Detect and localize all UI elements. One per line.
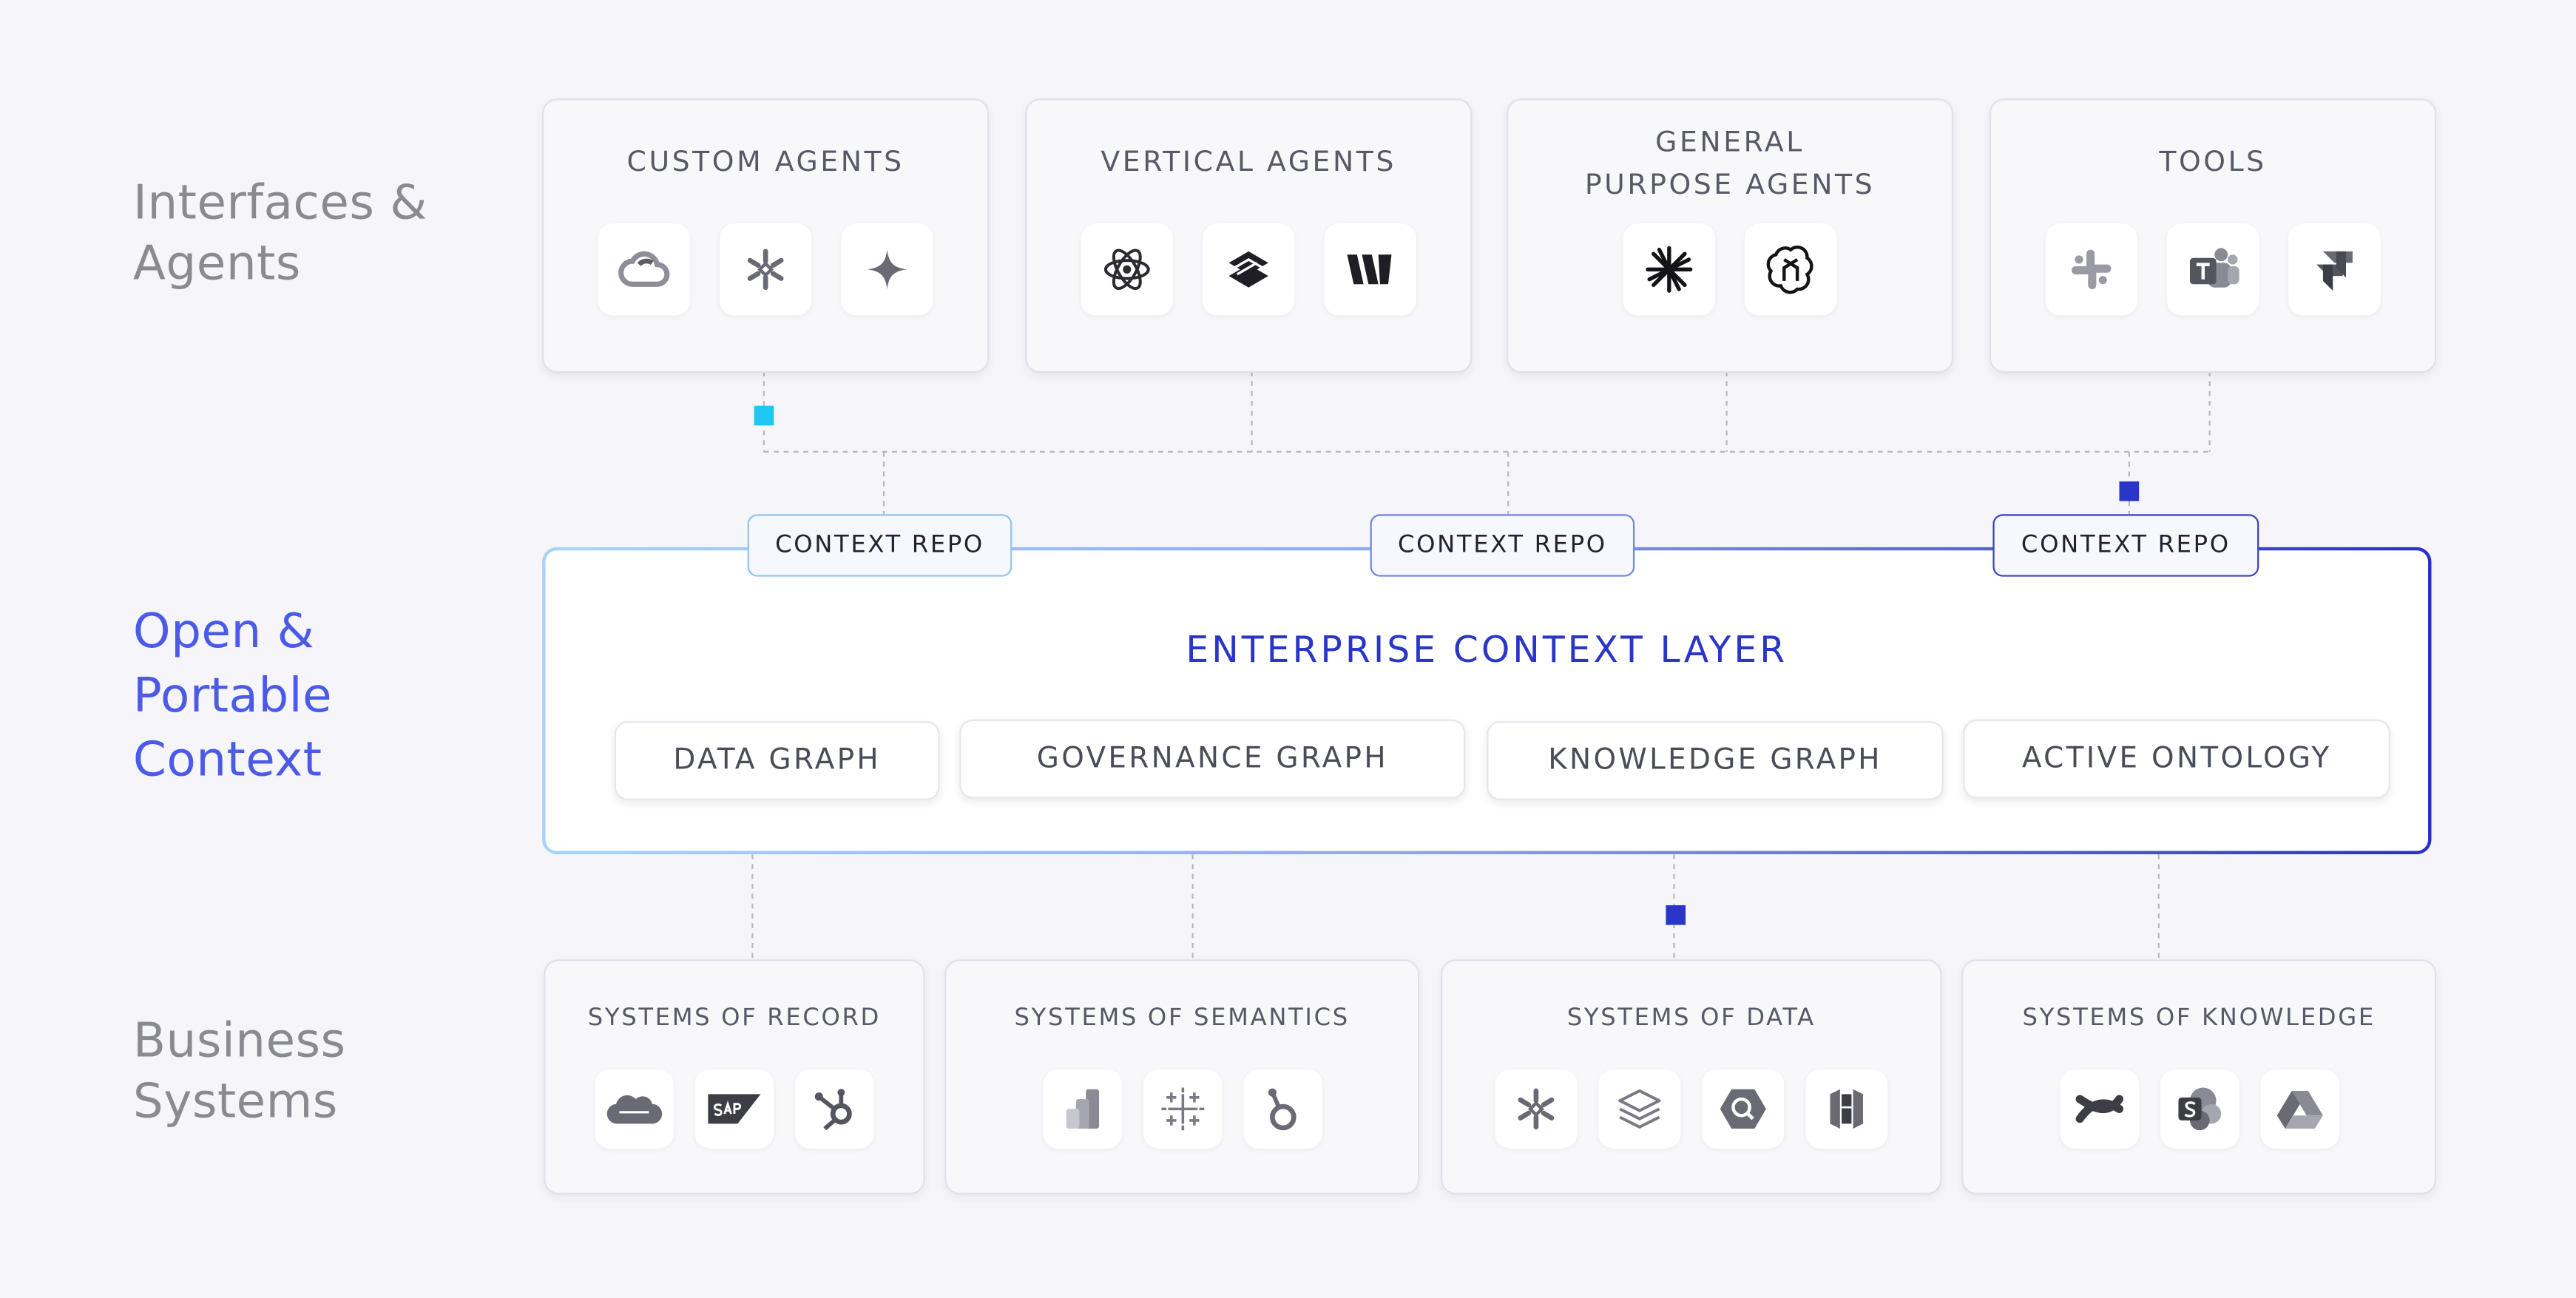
icon-row	[1027, 223, 1470, 316]
teams-icon	[2166, 223, 2259, 316]
bigquery-icon	[1702, 1069, 1785, 1149]
tableau-icon	[1142, 1069, 1222, 1149]
w-logo-icon	[1324, 223, 1416, 316]
card-systems-of-knowledge: SYSTEMS OF KNOWLEDGE	[1961, 959, 2437, 1194]
enterprise-context-layer: ENTERPRISE CONTEXT LAYER DATA GRAPH GOVE…	[542, 547, 2431, 854]
data-graph-pill: DATA GRAPH	[614, 721, 940, 800]
power-bi-icon	[1042, 1069, 1122, 1149]
knowledge-graph-pill: KNOWLEDGE GRAPH	[1487, 721, 1944, 800]
card-tools: TOOLS	[1989, 98, 2437, 373]
hubspot-icon	[795, 1069, 874, 1149]
cyan-marker	[754, 405, 774, 426]
google-cloud-icon	[598, 223, 690, 316]
snowflake-icon	[1495, 1069, 1578, 1149]
looker-icon	[1243, 1069, 1322, 1149]
card-custom-agents: CUSTOM AGENTS	[542, 98, 990, 373]
sap-icon	[694, 1069, 774, 1149]
card-general-purpose-agents: GENERAL PURPOSE AGENTS	[1506, 98, 1954, 373]
row-label-text: Open & Portable Context	[132, 603, 333, 788]
card-systems-of-record: SYSTEMS OF RECORD	[544, 959, 925, 1194]
context-repo-tab-1: CONTEXT REPO	[747, 514, 1013, 577]
anthropic-burst-icon	[1623, 223, 1716, 316]
confluence-icon	[2059, 1069, 2139, 1149]
icon-row	[1508, 223, 1952, 316]
blue-marker	[1666, 905, 1686, 925]
row-label-business: Business Systems	[133, 1010, 346, 1132]
card-title: CUSTOM AGENTS	[626, 146, 905, 180]
context-repo-tab-2: CONTEXT REPO	[1370, 514, 1635, 577]
redshift-icon	[1805, 1069, 1888, 1149]
salesforce-icon	[595, 1069, 674, 1149]
card-title: VERTICAL AGENTS	[1101, 146, 1396, 180]
slack-icon	[2045, 223, 2137, 316]
card-systems-of-data: SYSTEMS OF DATA	[1441, 959, 1942, 1194]
governance-graph-pill: GOVERNANCE GRAPH	[959, 719, 1466, 799]
row-label-text: Interfaces & Agents	[132, 174, 427, 291]
card-vertical-agents: VERTICAL AGENTS	[1025, 98, 1473, 373]
card-title: SYSTEMS OF SEMANTICS	[1014, 1005, 1350, 1032]
card-title: SYSTEMS OF RECORD	[587, 1005, 882, 1032]
icon-row	[544, 223, 987, 316]
sparkle-icon	[841, 223, 933, 316]
row-label-context: Open & Portable Context	[133, 600, 332, 792]
jira-icon	[2288, 223, 2381, 316]
openai-icon	[1745, 223, 1837, 316]
card-title: TOOLS	[2159, 146, 2267, 180]
context-layer-title: ENTERPRISE CONTEXT LAYER	[1186, 630, 1788, 672]
context-repo-tab-3: CONTEXT REPO	[1992, 514, 2259, 577]
snowflake-icon	[719, 223, 812, 316]
icon-row	[1963, 1069, 2435, 1149]
icon-row	[1991, 223, 2435, 316]
active-ontology-pill: ACTIVE ONTOLOGY	[1963, 719, 2390, 799]
sharepoint-icon	[2159, 1069, 2239, 1149]
icon-row	[545, 1069, 923, 1149]
row-label-interfaces: Interfaces & Agents	[133, 172, 427, 294]
icon-row	[946, 1069, 1418, 1149]
databricks-icon	[1598, 1069, 1681, 1149]
card-title: SYSTEMS OF DATA	[1566, 1005, 1816, 1032]
card-systems-of-semantics: SYSTEMS OF SEMANTICS	[944, 959, 1420, 1194]
icon-row	[1442, 1069, 1940, 1149]
card-title: GENERAL PURPOSE AGENTS	[1584, 126, 1876, 203]
blue-marker	[2119, 481, 2140, 501]
layered-logo-icon	[1202, 223, 1295, 316]
atom-icon	[1081, 223, 1174, 316]
card-title: SYSTEMS OF KNOWLEDGE	[2022, 1005, 2376, 1032]
google-drive-icon	[2259, 1069, 2339, 1149]
row-label-text: Business Systems	[132, 1012, 346, 1129]
